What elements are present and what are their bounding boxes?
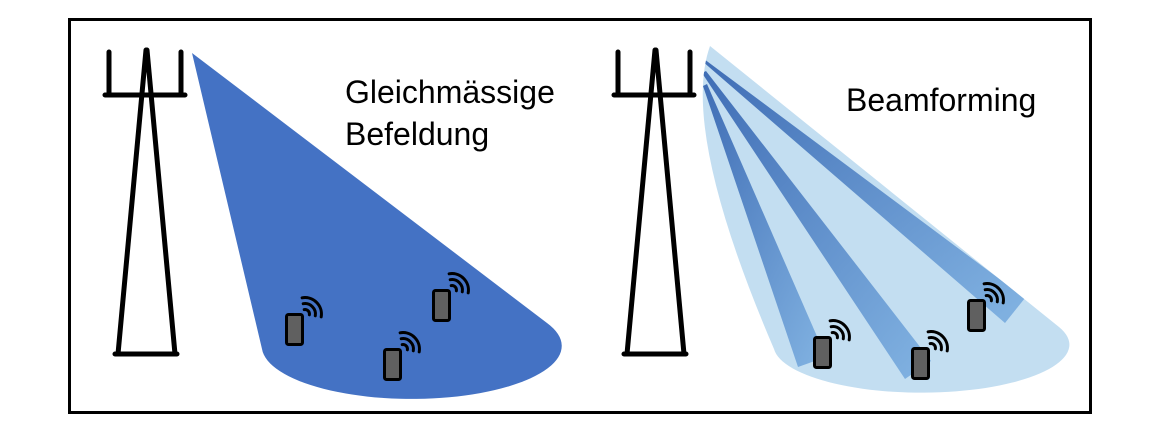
focused-beam: [702, 59, 1025, 323]
diagram-border: [68, 18, 1092, 414]
antenna-tower-icon: [614, 50, 694, 354]
focused-beams-group: [702, 59, 1025, 379]
focused-beam: [703, 84, 826, 367]
uniform-coverage-panel: [105, 50, 562, 399]
uniform-beam-cone: [192, 53, 562, 399]
beamforming-panel: [614, 46, 1070, 393]
antenna-tower-icon: [105, 50, 185, 354]
focused-beam: [702, 71, 931, 379]
